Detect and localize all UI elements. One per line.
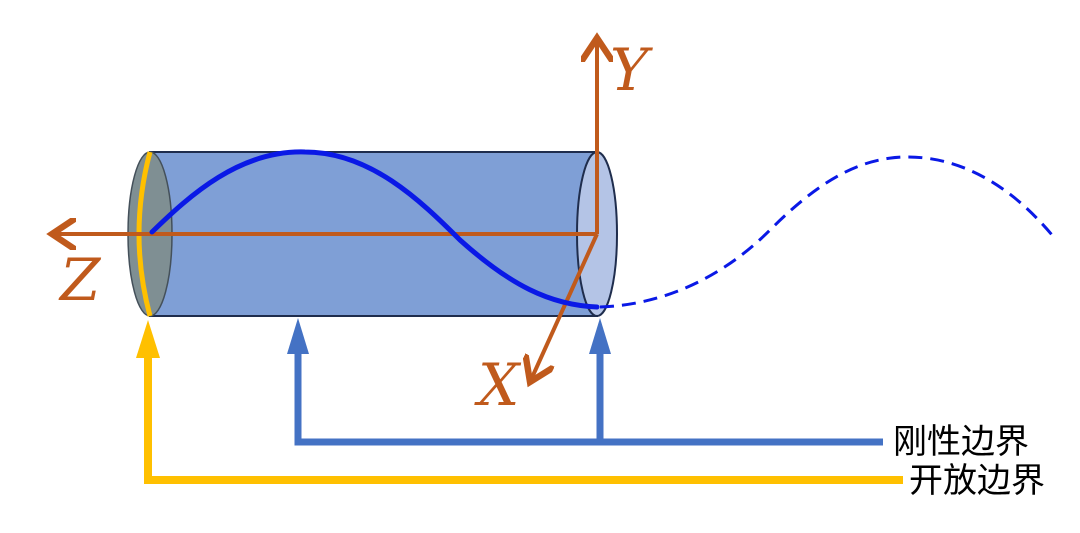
open-boundary-label: 开放边界 <box>909 461 1045 501</box>
z-axis-label: Z <box>58 246 102 314</box>
rigid-boundary-label: 刚性边界 <box>893 422 1029 462</box>
y-axis-label: Y <box>610 36 653 104</box>
wave-outside-dashed <box>599 155 1054 309</box>
rigid-boundary-connector <box>294 340 883 446</box>
x-axis <box>530 233 599 382</box>
open-boundary-connector <box>144 352 903 484</box>
rigid-arrow-head-end <box>589 318 611 354</box>
rigid-arrow-head-mid <box>287 318 309 354</box>
x-axis-label: X <box>474 351 522 419</box>
open-arrow-head <box>136 320 160 358</box>
wave-inside <box>149 149 600 310</box>
